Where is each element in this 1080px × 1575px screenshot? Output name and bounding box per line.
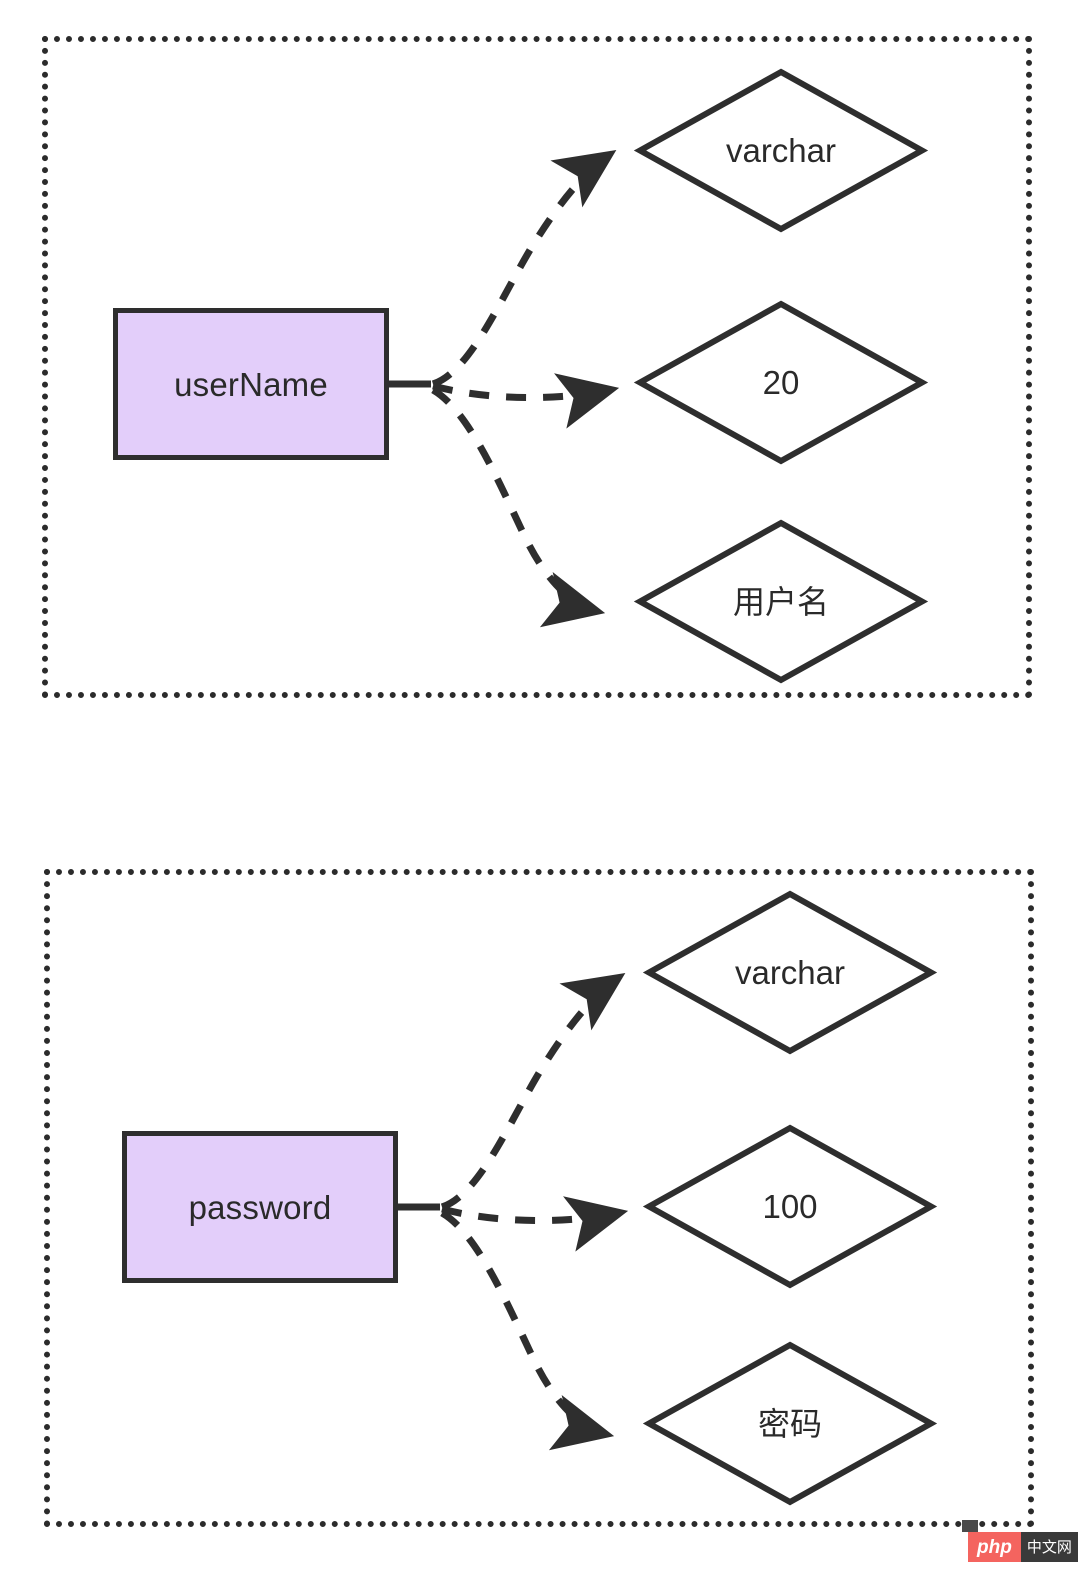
- watermark-corner-mark: [962, 1520, 978, 1532]
- watermark-suffix-label: 中文网: [1020, 1532, 1078, 1562]
- property-diamond-label: 密码: [757, 1404, 822, 1443]
- watermark: php 中文网: [962, 1520, 1078, 1562]
- attribute-node-username[interactable]: userName: [113, 308, 389, 460]
- attribute-group-container: [44, 869, 1034, 1527]
- property-diamond-label: 用户名: [732, 582, 829, 621]
- property-diamond-varchar[interactable]: varchar: [642, 890, 938, 1055]
- watermark-php-logo: php: [968, 1532, 1021, 1562]
- property-diamond-label: 20: [762, 364, 800, 401]
- property-diamond-length[interactable]: 100: [642, 1124, 938, 1289]
- property-diamond-label: varchar: [725, 132, 837, 169]
- attribute-node-label: password: [188, 1188, 332, 1226]
- property-diamond-length[interactable]: 20: [633, 300, 929, 465]
- property-diamond-varchar[interactable]: varchar: [633, 68, 929, 233]
- attribute-node-label: userName: [174, 365, 328, 403]
- property-diamond-label: varchar: [734, 954, 846, 991]
- property-diamond-comment[interactable]: 密码: [642, 1341, 938, 1506]
- property-diamond-label: 100: [762, 1188, 818, 1225]
- attribute-node-password[interactable]: password: [122, 1131, 398, 1283]
- attribute-group-container: [42, 36, 1032, 698]
- property-diamond-comment[interactable]: 用户名: [633, 519, 929, 684]
